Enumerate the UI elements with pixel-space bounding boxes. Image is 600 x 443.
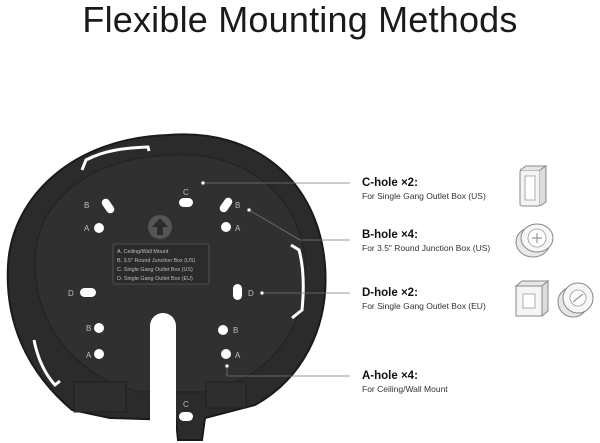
callout-c-hole-desc: For Single Gang Outlet Box (US) [362, 191, 486, 201]
callout-d-hole-title: D-hole ×2: [362, 287, 418, 299]
letter-a-left: A [84, 224, 90, 233]
top-tab [80, 145, 151, 171]
callout-b-hole: B-hole ×4: For 3.5" Round Junction Box (… [362, 228, 490, 254]
legend-box [112, 243, 210, 285]
callout-a-hole-desc: For Ceiling/Wall Mount [362, 384, 448, 394]
callout-c-hole-title: C-hole ×2: [362, 177, 418, 189]
callout-a-hole: A-hole ×4: For Ceiling/Wall Mount [362, 369, 448, 395]
c-hole-bottom [179, 412, 193, 421]
left-tab [32, 339, 61, 388]
callout-d-hole: D-hole ×2: For Single Gang Outlet Box (E… [362, 286, 486, 312]
letter-c-top: C [183, 188, 189, 197]
left-foot [73, 381, 127, 413]
square-eu-box-icon [514, 279, 550, 318]
a-hole-low-right [221, 349, 231, 359]
letter-b-right: B [235, 201, 240, 210]
a-hole-top-right [221, 222, 231, 232]
letter-b-left: B [84, 201, 89, 210]
b-hole-top-right [219, 197, 233, 213]
letter-b-low-left: B [86, 324, 91, 333]
letter-a-low-right: A [235, 351, 241, 360]
b-hole-low-right [218, 325, 228, 335]
letter-a-low-left: A [86, 351, 92, 360]
letter-d-right: D [248, 289, 254, 298]
callout-a-hole-title: A-hole ×4: [362, 370, 418, 382]
round-junction-box-icon [515, 223, 554, 258]
d-hole-right [233, 284, 242, 300]
legend-line-a: A. Ceiling/Wall Mount [117, 249, 169, 255]
legend-line-b: B. 3.5" Round Junction Box (US) [117, 258, 196, 264]
legend-line-d: D. Single Gang Outlet Box (EU) [117, 276, 193, 282]
callout-d-hole-desc: For Single Gang Outlet Box (EU) [362, 301, 486, 311]
b-hole-low-left [94, 323, 104, 333]
letter-b-low-right: B [233, 326, 238, 335]
d-hole-left [80, 288, 96, 297]
b-hole-top-left [101, 198, 115, 214]
leader-b [248, 209, 301, 241]
single-gang-us-box-icon [519, 165, 548, 207]
round-eu-box-icon [557, 282, 594, 318]
callout-c-hole: C-hole ×2: For Single Gang Outlet Box (U… [362, 176, 486, 202]
a-hole-top-left [94, 223, 104, 233]
page-title: Flexible Mounting Methods [82, 0, 518, 40]
letter-d-left: D [68, 289, 74, 298]
up-arrow-icon [148, 215, 172, 239]
legend-line-c: C. Single Gang Outlet Box (US) [117, 267, 193, 273]
letter-a-right: A [235, 224, 241, 233]
right-foot [205, 381, 247, 409]
letter-c-bottom: C [183, 400, 189, 409]
a-hole-low-left [94, 349, 104, 359]
callout-b-hole-title: B-hole ×4: [362, 229, 418, 241]
callout-b-hole-desc: For 3.5" Round Junction Box (US) [362, 243, 491, 253]
right-tab [290, 243, 305, 320]
center-slot [150, 313, 176, 442]
c-hole-top [179, 198, 193, 207]
